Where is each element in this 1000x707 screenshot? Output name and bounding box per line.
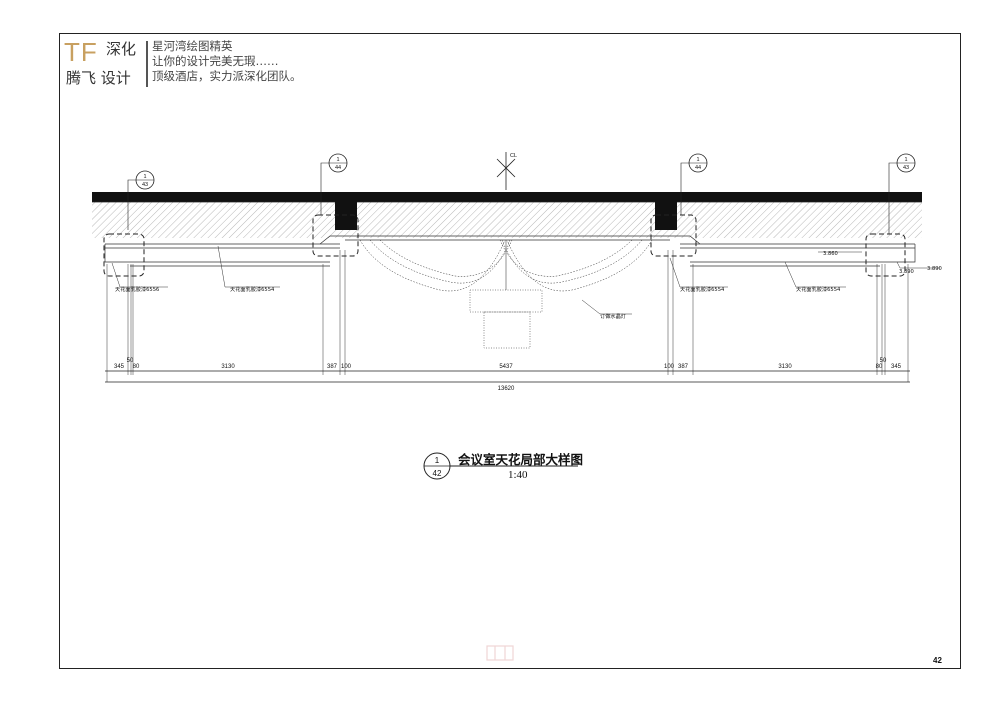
extension-lines	[106, 250, 909, 382]
label-left-outer: 天花面乳胶漆6556	[115, 285, 159, 293]
section-marker-3	[680, 153, 708, 215]
level-right: 3.890	[927, 266, 942, 272]
section-marker-2	[320, 153, 348, 215]
section-marker-1	[127, 170, 155, 230]
centerline-symbol	[496, 152, 516, 190]
logo-text-bottom: 腾飞 设计	[66, 69, 131, 87]
logo-divider	[146, 41, 148, 87]
marker-2-num: 1	[336, 157, 339, 163]
label-chandelier: 订做水晶灯	[600, 312, 626, 320]
dim-3130-left: 3130	[221, 364, 235, 370]
marker-3-num: 1	[696, 157, 699, 163]
label-leaders	[111, 245, 940, 315]
dim-3130-right: 3130	[778, 364, 792, 370]
drawing-frame	[59, 33, 961, 669]
slab-hatch	[92, 202, 922, 238]
title-callout	[423, 452, 578, 480]
ceiling-lines	[104, 235, 916, 267]
marker-1-num: 1	[143, 174, 146, 180]
dim-387-right: 387	[678, 364, 689, 370]
marker-2-sheet: 44	[335, 165, 341, 171]
label-left-inner: 天花面乳胶漆6554	[230, 285, 275, 293]
detail-boxes	[103, 214, 906, 277]
marker-1-sheet: 43	[142, 182, 148, 188]
slogan-line-2: 让你的设计完美无瑕……	[152, 54, 279, 68]
dim-80-left: 80	[133, 364, 140, 370]
marker-4-sheet: 43	[903, 165, 909, 171]
marker-3-sheet: 44	[695, 165, 701, 171]
title-callout-num: 1	[435, 456, 440, 465]
dim-345-right: 345	[891, 364, 902, 370]
slogan-line-1: 星河湾绘图精英	[152, 39, 233, 53]
level-lower: 3.890	[899, 269, 914, 275]
logo-text-top: 深化	[106, 40, 137, 58]
page-number: 42	[933, 656, 942, 665]
label-right-outer: 天花面乳胶漆6554	[796, 285, 841, 293]
title-callout-sheet: 42	[433, 469, 442, 478]
section-marker-4	[888, 153, 916, 234]
slogan: 星河湾绘图精英 让你的设计完美无瑕…… 顶级酒店，实力派深化团队。	[152, 39, 302, 84]
logo-mark: TF	[64, 37, 98, 67]
dim-345-left: 345	[114, 364, 125, 370]
dim-100-right: 100	[664, 364, 675, 370]
centerline-label: CL	[510, 153, 517, 159]
company-logo: TF 深化 腾飞 设计	[64, 37, 154, 91]
marker-4-num: 1	[904, 157, 907, 163]
label-right-inner: 天花面乳胶漆6554	[680, 285, 725, 293]
slogan-line-3: 顶级酒店，实力派深化团队。	[152, 69, 302, 83]
concrete-slab	[92, 192, 922, 202]
dim-50-left: 50	[127, 358, 134, 364]
level-upper: 3.860	[823, 251, 838, 257]
drawing-scale: 1:40	[508, 469, 528, 481]
drawing-title: 会议室天花局部大样图	[458, 453, 584, 467]
dim-50-right: 50	[880, 358, 887, 364]
watermark-logo	[486, 645, 514, 661]
chandelier	[359, 239, 653, 349]
dim-80-right: 80	[876, 364, 883, 370]
dim-5437: 5437	[499, 364, 513, 370]
dim-387-left: 387	[327, 364, 338, 370]
beam-right	[655, 196, 677, 230]
dim-total: 13620	[498, 386, 515, 392]
beam-left	[335, 196, 357, 230]
dim-100-left: 100	[341, 364, 352, 370]
